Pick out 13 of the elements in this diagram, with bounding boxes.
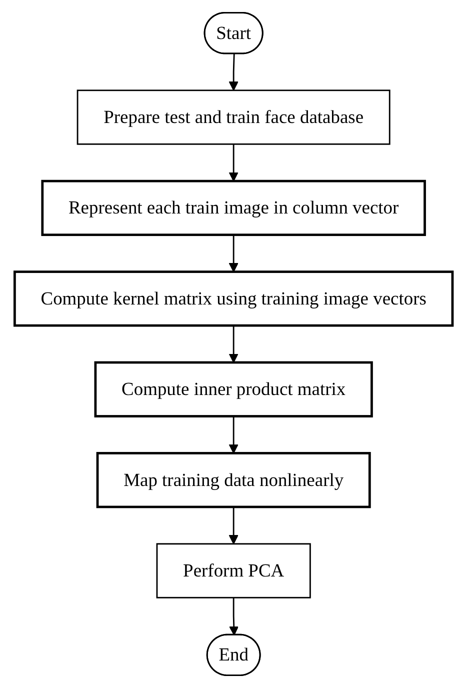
node-box: Compute kernel matrix using training image vectors xyxy=(14,270,454,327)
arrow xyxy=(229,234,239,272)
arrow xyxy=(230,598,240,636)
node-box: Compute inner product matrix xyxy=(94,361,374,418)
arrow xyxy=(229,506,239,544)
node-box: Map training data nonlinearly xyxy=(96,452,372,508)
arrow xyxy=(229,416,239,454)
arrow xyxy=(229,326,239,363)
arrow xyxy=(229,54,239,91)
node-box: Perform PCA xyxy=(156,543,312,598)
node-box: Represent each train image in column vector xyxy=(42,180,426,236)
arrow xyxy=(229,144,239,182)
node-box: Prepare test and train face database xyxy=(77,90,391,145)
